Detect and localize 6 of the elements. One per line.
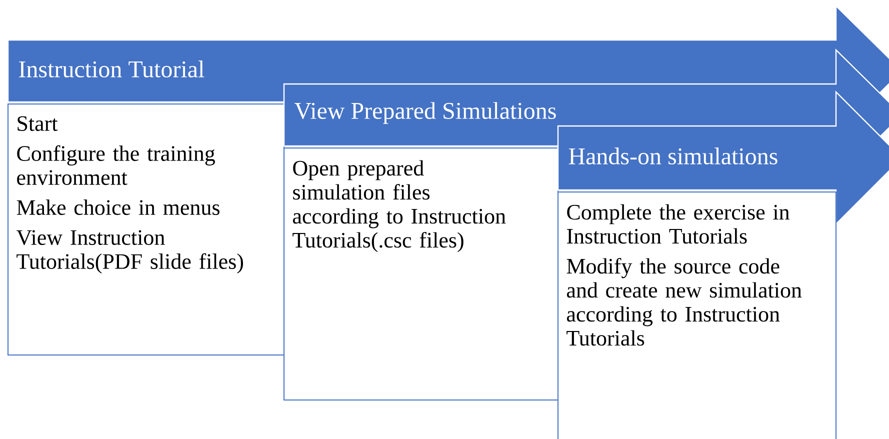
- text-box: Open prepared simulation files according to Instruction Tutorials(.csc files): [284, 148, 558, 400]
- node-label: View Prepared Simulations: [294, 102, 556, 124]
- node-label: Instruction Tutorial: [19, 60, 204, 78]
- text-box: Start Configure the training environment Make choice in menus View Instruction Tutorials(PDF slide files): [8, 104, 284, 356]
- text-box: Complete the exercise in Instruction Tutorials Modify the source code and create new simulation according to Instruction Tutorials: [558, 192, 836, 439]
- node-label: Hands-on simulations: [568, 148, 778, 164]
